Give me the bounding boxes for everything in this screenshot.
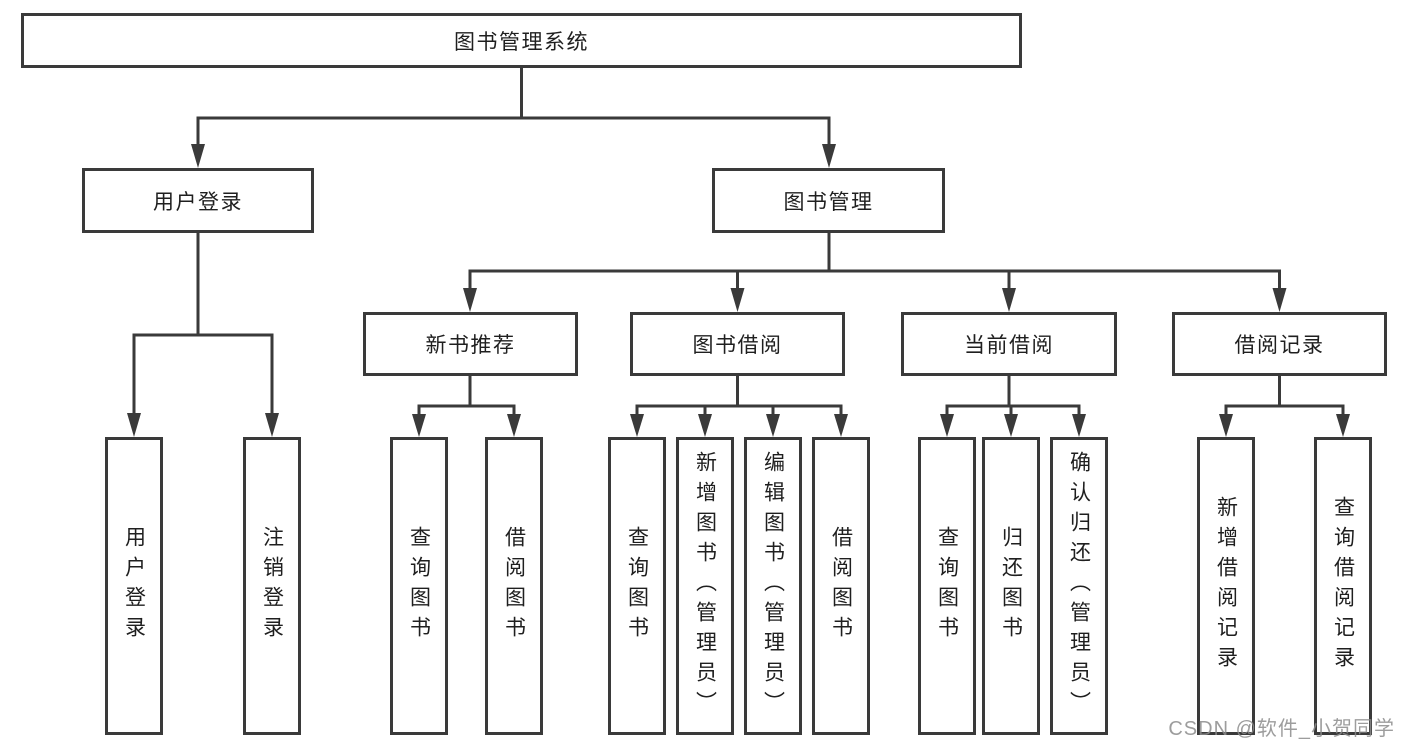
arrowhead — [1336, 414, 1350, 437]
arrowhead — [1219, 414, 1233, 437]
node-book-management-label: 图书管理 — [783, 190, 874, 214]
node-leaf-logout: 注销登录 — [243, 437, 301, 735]
arrowhead — [940, 414, 954, 437]
arrowhead — [127, 413, 141, 437]
connector-user-login-to-leaves — [127, 233, 279, 437]
node-leaf-edit-books-admin: 编辑图书（管理员） — [744, 437, 802, 735]
leaf-label: 用户登录 — [122, 526, 146, 646]
node-leaf-add-borrow-record: 新增借阅记录 — [1197, 437, 1255, 735]
arrowhead — [1002, 288, 1016, 312]
node-leaf-query-books-recommend: 查询图书 — [390, 437, 448, 735]
node-leaf-confirm-return-admin: 确认归还（管理员） — [1050, 437, 1108, 735]
leaf-label: 新增借阅记录 — [1214, 496, 1238, 676]
csdn-watermark: CSDN @软件_小贺同学 — [1168, 718, 1395, 740]
leaf-label: 查询借阅记录 — [1331, 496, 1355, 676]
arrowhead — [1272, 288, 1287, 312]
node-book-borrowing: 图书借阅 — [630, 312, 845, 376]
arrowhead — [834, 414, 848, 437]
node-new-book-recommendation-label: 新书推荐 — [425, 334, 516, 357]
leaf-label: 查询图书 — [935, 526, 959, 646]
node-current-borrowing: 当前借阅 — [901, 312, 1117, 376]
leaf-label: 查询图书 — [625, 526, 649, 646]
node-new-book-recommendation: 新书推荐 — [363, 312, 578, 376]
node-leaf-add-books-admin: 新增图书（管理员） — [676, 437, 734, 735]
connector-borrowing-records-to-leaves — [1219, 376, 1350, 437]
leaf-label: 确认归还（管理员） — [1067, 451, 1091, 721]
node-leaf-borrow-books: 借阅图书 — [812, 437, 870, 735]
connector-book-borrowing-to-leaves — [630, 376, 848, 437]
leaf-label: 编辑图书（管理员） — [761, 451, 785, 721]
leaf-label: 新增图书（管理员） — [693, 451, 717, 721]
node-leaf-query-books-current: 查询图书 — [918, 437, 976, 735]
connector-current-borrowing-to-leaves — [940, 376, 1086, 437]
arrowhead — [630, 414, 644, 437]
arrowhead — [766, 414, 780, 437]
leaf-label: 注销登录 — [260, 526, 284, 646]
node-user-login-label: 用户登录 — [153, 190, 243, 214]
node-leaf-borrow-books-recommend: 借阅图书 — [485, 437, 543, 735]
node-leaf-query-borrow-record: 查询借阅记录 — [1314, 437, 1372, 735]
arrowhead — [698, 414, 712, 437]
leaf-label: 借阅图书 — [829, 526, 853, 646]
arrowhead — [191, 144, 205, 168]
node-leaf-user-login: 用户登录 — [105, 437, 163, 735]
node-borrowing-records-label: 借阅记录 — [1234, 334, 1325, 357]
connector-root-to-level2 — [191, 68, 836, 168]
arrowhead — [730, 288, 745, 312]
node-leaf-return-books: 归还图书 — [982, 437, 1040, 735]
connector-book-management-to-sections — [463, 233, 1287, 312]
arrowhead — [412, 414, 426, 437]
node-root-label: 图书管理系统 — [454, 30, 589, 54]
leaf-label: 借阅图书 — [502, 526, 526, 646]
arrowhead — [507, 414, 521, 437]
leaf-label: 查询图书 — [407, 526, 431, 646]
node-book-borrowing-label: 图书借阅 — [692, 334, 783, 357]
arrowhead — [463, 288, 477, 312]
connector-new-book-recommendation-to-leaves — [412, 376, 521, 437]
node-current-borrowing-label: 当前借阅 — [964, 334, 1054, 357]
arrowhead — [265, 413, 279, 437]
arrowhead — [1004, 414, 1018, 437]
arrowhead — [1072, 414, 1086, 437]
node-root-system: 图书管理系统 — [21, 13, 1022, 68]
arrowhead — [822, 144, 836, 168]
node-borrowing-records: 借阅记录 — [1172, 312, 1387, 376]
leaf-label: 归还图书 — [999, 526, 1023, 646]
node-leaf-query-books-borrowing: 查询图书 — [608, 437, 666, 735]
node-book-management: 图书管理 — [712, 168, 945, 233]
node-user-login: 用户登录 — [82, 168, 314, 233]
